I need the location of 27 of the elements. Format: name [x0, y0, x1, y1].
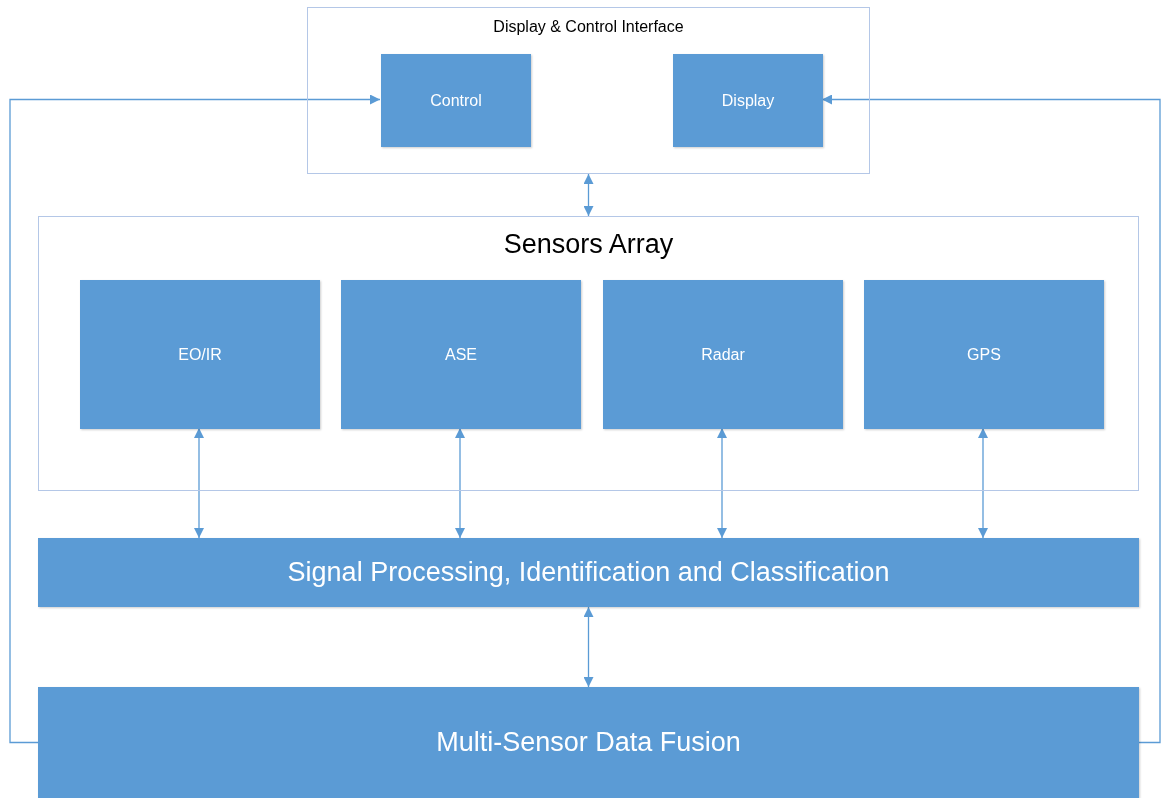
connector-arrow: [978, 427, 988, 539]
box-label: Multi-Sensor Data Fusion: [436, 727, 741, 758]
group-title: Display & Control Interface: [492, 18, 685, 36]
connector-arrow: [583, 173, 594, 217]
process-box: [38, 538, 1139, 607]
box-label: GPS: [967, 345, 1001, 364]
process-box: [38, 687, 1139, 798]
process-box: [80, 280, 320, 429]
group-container: [307, 7, 870, 174]
connector-arrow: [455, 427, 465, 539]
connector-arrow: [583, 606, 594, 688]
group-title: Sensors Array: [502, 229, 675, 260]
connector-arrow: [9, 94, 381, 744]
process-box: [673, 54, 823, 147]
process-box: [603, 280, 843, 429]
process-box: [341, 280, 581, 429]
box-label: Display: [721, 91, 775, 110]
connector-arrow: [194, 427, 204, 539]
group-container: [38, 216, 1139, 491]
box-label: Control: [430, 91, 482, 110]
process-box: [381, 54, 531, 147]
box-label: Radar: [701, 345, 745, 364]
box-label: EO/IR: [178, 345, 222, 364]
box-label: ASE: [445, 345, 477, 364]
connector-arrow: [717, 427, 727, 539]
box-label: Signal Processing, Identification and Classification: [287, 557, 890, 588]
process-box: [864, 280, 1104, 429]
